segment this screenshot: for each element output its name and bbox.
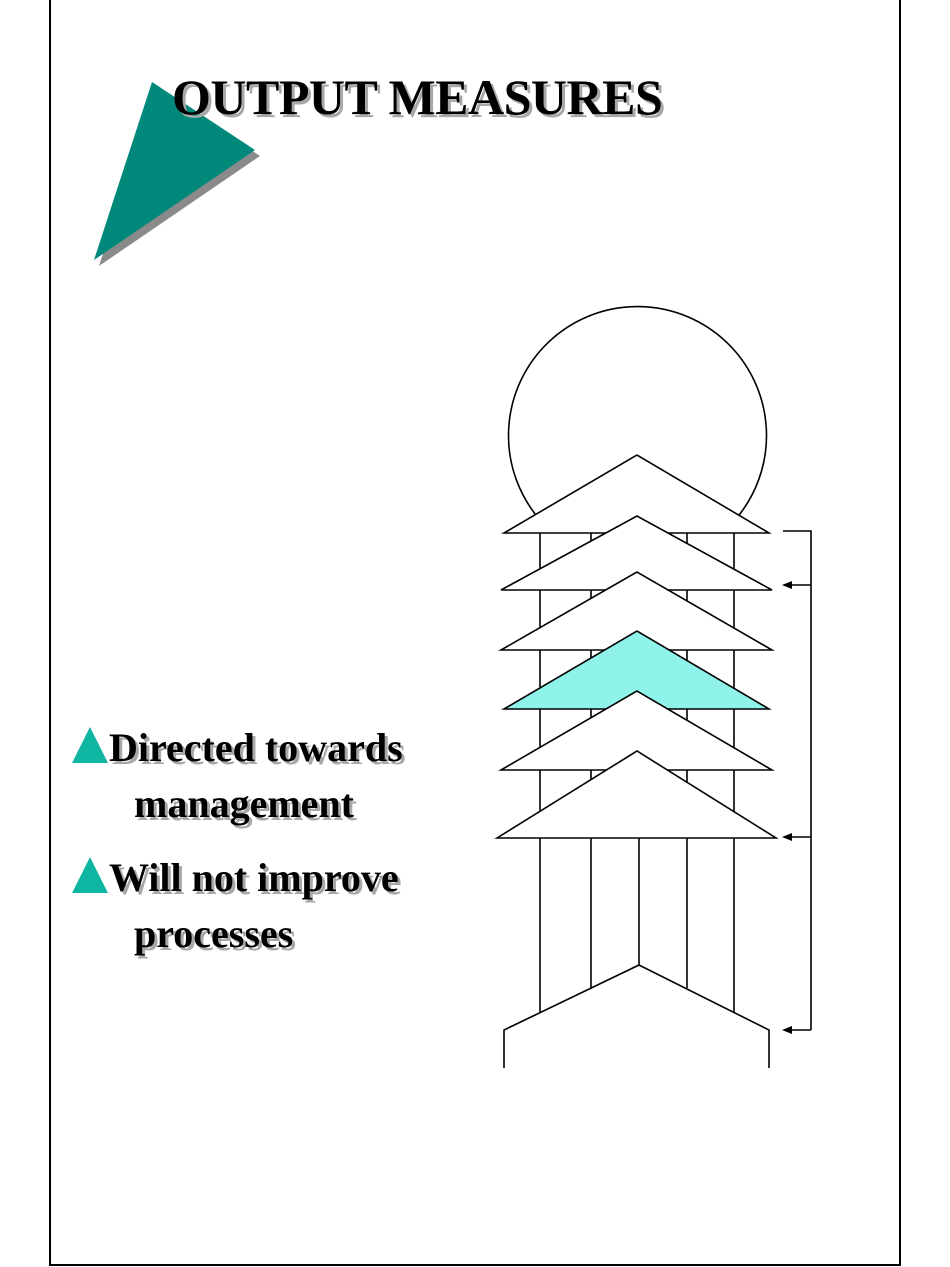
diagram-base-chevron [503,964,770,1068]
bullet-line-1: Will not improve [109,855,399,900]
arrowhead-icon [782,581,792,589]
diagram-chevron-6 [494,750,779,839]
bullet-line-2: management [134,781,354,826]
bullet-item: Directed towards management [72,720,492,832]
bullet-item: Will not improve processes [72,850,492,962]
slide-title: OUTPUT MEASURES [172,69,663,125]
triangle-bullet-icon [72,727,108,763]
slide-frame [49,0,901,1266]
arrowhead-icon [782,1026,792,1034]
diagram-circle [507,305,768,521]
process-diagram [494,305,812,1068]
accent-triangle-icon [94,82,255,260]
feedback-bracket [783,530,812,1030]
arrowhead-icon [782,833,792,841]
bullet-line-1: Directed towards [109,725,403,770]
triangle-bullet-icon [72,857,108,893]
bullet-line-2: processes [134,911,294,956]
